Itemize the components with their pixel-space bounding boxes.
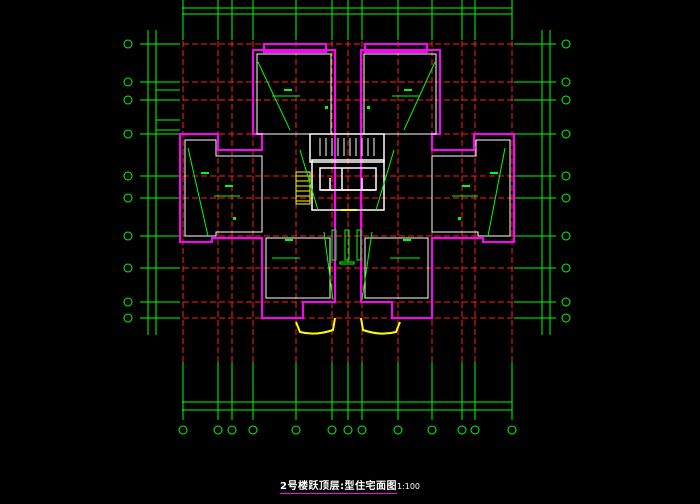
axis-bubble-icon xyxy=(123,297,133,307)
axis-bubble-icon xyxy=(123,263,133,273)
stair-steps xyxy=(319,138,375,156)
axis-bubble-icon xyxy=(561,313,571,323)
axis-bubble-icon xyxy=(561,77,571,87)
axis-bubbles xyxy=(123,39,571,435)
axis-bubble-icon xyxy=(123,95,133,105)
left-balcony xyxy=(295,317,336,335)
axis-grid xyxy=(156,14,542,402)
axis-bubble-icon xyxy=(357,425,367,435)
column-icon xyxy=(331,229,337,261)
axis-bubble-icon xyxy=(291,425,301,435)
dimension-frame xyxy=(147,7,551,411)
core xyxy=(309,133,385,211)
axis-bubble-icon xyxy=(561,297,571,307)
axis-bubble-icon xyxy=(213,425,223,435)
axis-bubble-icon xyxy=(178,425,188,435)
left-top-projection xyxy=(263,43,327,53)
core-columns xyxy=(331,229,362,265)
axis-bubble-icon xyxy=(248,425,258,435)
building-walls xyxy=(179,43,515,319)
room-markers xyxy=(201,89,498,241)
axis-bubble-icon xyxy=(123,129,133,139)
axis-bubble-icon xyxy=(123,231,133,241)
axis-bubble-icon xyxy=(393,425,403,435)
axis-bubble-icon xyxy=(123,39,133,49)
drawing-title-block: 2号楼跃顶层:型住宅面图1:100 xyxy=(0,474,700,494)
axis-bubble-icon xyxy=(343,425,353,435)
axis-bubble-icon xyxy=(561,129,571,139)
axis-bubble-icon xyxy=(227,425,237,435)
right-top-projection xyxy=(364,43,428,53)
left-unit-wall xyxy=(179,49,336,319)
right-balcony xyxy=(360,317,401,335)
axis-bubble-icon xyxy=(561,263,571,273)
side-stair-steps xyxy=(296,175,310,202)
axis-bubble-icon xyxy=(123,193,133,203)
leader-lines xyxy=(156,89,478,259)
axis-bubble-icon xyxy=(561,95,571,105)
axis-bubble-icon xyxy=(327,425,337,435)
dimension-ticks xyxy=(140,0,556,420)
axis-bubble-icon xyxy=(457,425,467,435)
side-stair xyxy=(295,171,311,205)
roof-slopes xyxy=(187,61,506,301)
stair-icon xyxy=(309,133,385,163)
axis-bubble-icon xyxy=(561,231,571,241)
axis-bubble-icon xyxy=(427,425,437,435)
axis-bubble-icon xyxy=(507,425,517,435)
axis-bubble-icon xyxy=(561,193,571,203)
drawing-title: 2号楼跃顶层:型住宅面图 xyxy=(279,481,397,494)
axis-bubble-icon xyxy=(123,171,133,181)
axis-bubble-icon xyxy=(470,425,480,435)
axis-bubble-icon xyxy=(561,171,571,181)
axis-bubble-icon xyxy=(561,39,571,49)
axis-bubble-icon xyxy=(123,313,133,323)
balconies xyxy=(295,209,401,335)
drawing-scale: 1:100 xyxy=(396,482,421,491)
axis-bubble-icon xyxy=(123,77,133,87)
inner-walls xyxy=(184,53,511,299)
